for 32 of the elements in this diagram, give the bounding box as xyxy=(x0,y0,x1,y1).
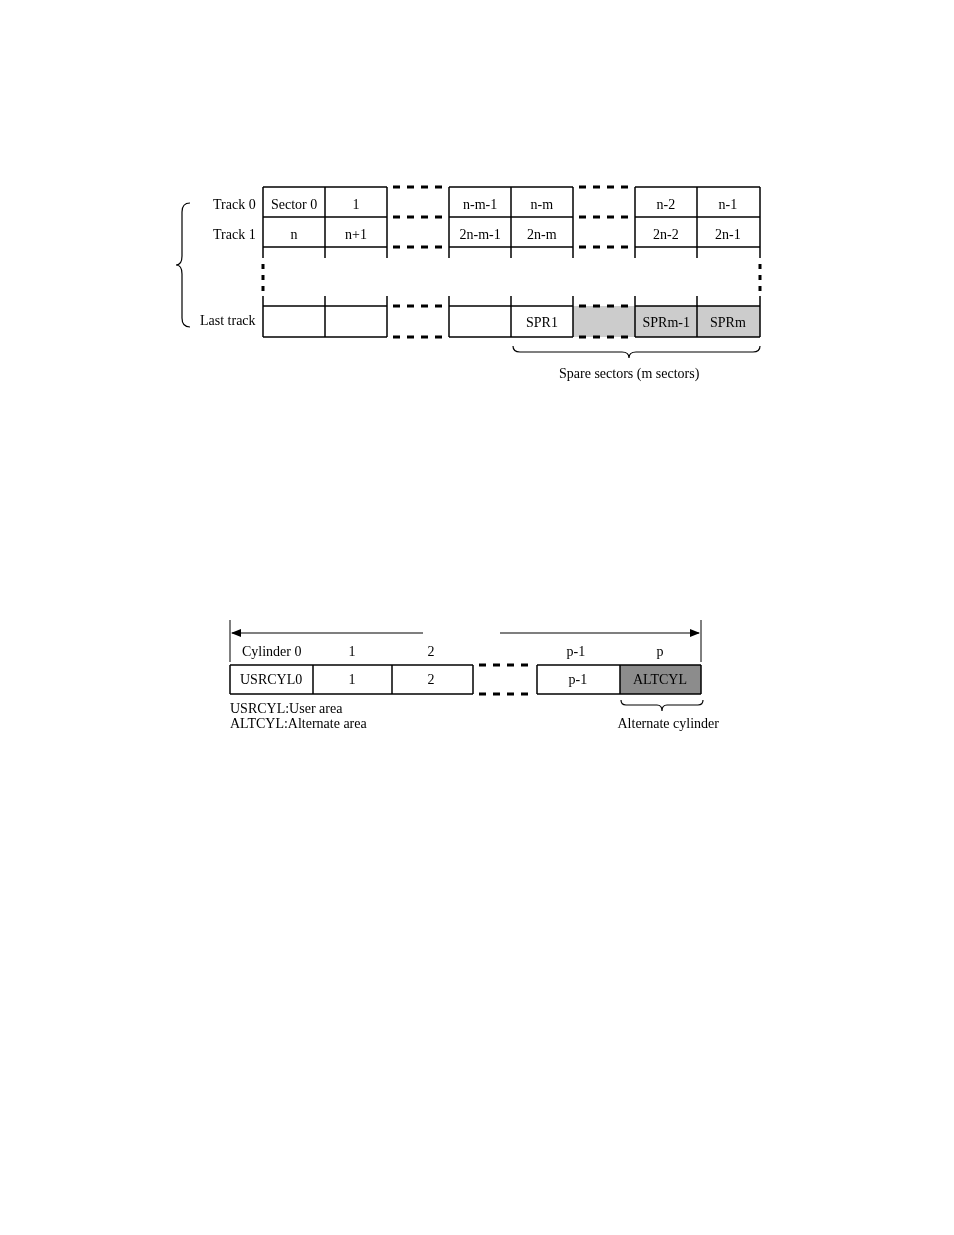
cell-text: n-2 xyxy=(656,197,676,213)
cell-text: Sector 0 xyxy=(271,197,318,213)
cell-text: 2n-m xyxy=(527,227,557,243)
cell-text: 2n-2 xyxy=(653,227,679,243)
row-label: Track 0 xyxy=(213,197,256,213)
cell-text: n+1 xyxy=(345,227,367,243)
cell-text: SPRm xyxy=(710,315,746,331)
cell-text: 2 xyxy=(427,672,435,688)
note-text: ALTCYL:Alternate area xyxy=(230,716,367,732)
cell-text: n xyxy=(290,227,298,243)
cell-text: 1 xyxy=(352,197,360,213)
cell-text: 2n-1 xyxy=(715,227,741,243)
row-label: Last track xyxy=(200,313,256,329)
cell-text: n-1 xyxy=(718,197,738,213)
cell-text: n-m xyxy=(530,197,554,213)
column-label: 2 xyxy=(427,644,435,660)
cell-text: ALTCYL xyxy=(633,672,687,688)
cell-text: SPR1 xyxy=(526,315,558,331)
column-label: p xyxy=(656,644,664,660)
cell-text: SPRm-1 xyxy=(642,315,690,331)
brace-label: Alternate cylinder xyxy=(617,716,719,732)
note-text: USRCYL:User area xyxy=(230,701,343,717)
cell-text: n-m-1 xyxy=(463,197,498,213)
cell-text: p-1 xyxy=(568,672,588,688)
column-label: Cylinder 0 xyxy=(242,644,302,660)
cell-text: 2n-m-1 xyxy=(459,227,501,243)
cell-text: 1 xyxy=(348,672,356,688)
cell-text: USRCYL0 xyxy=(240,672,303,688)
row-label: Track 1 xyxy=(213,227,256,243)
column-label: 1 xyxy=(348,644,356,660)
brace-label: Spare sectors (m sectors) xyxy=(559,366,700,382)
column-label: p-1 xyxy=(566,644,586,660)
